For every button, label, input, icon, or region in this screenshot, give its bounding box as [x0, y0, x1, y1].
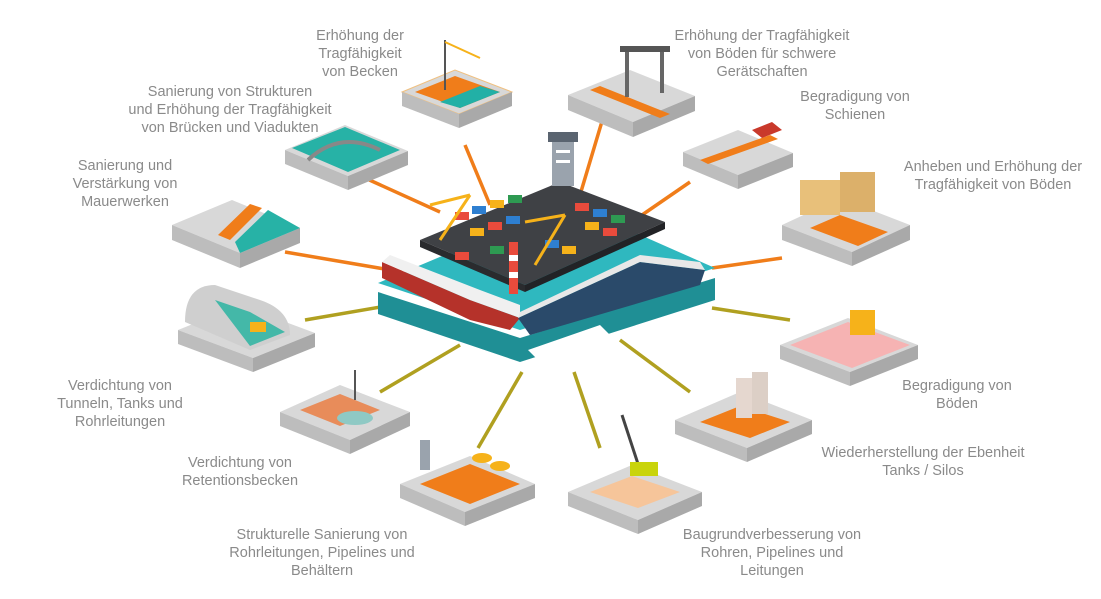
label-line: Erhöhung der Tragfähigkeit — [674, 28, 850, 44]
label-tunnels: Verdichtung von Tunneln, Tanks und Rohrl… — [50, 377, 190, 431]
tile-bridges — [285, 125, 408, 190]
label-line: Behältern — [290, 563, 354, 579]
label-line: und Erhöhung der Tragfähigkeit — [128, 102, 332, 118]
label-line: Schienen — [824, 107, 886, 123]
connector-lines — [284, 117, 791, 449]
label-level-floors: Begradigung von Böden — [902, 377, 1012, 413]
connector-heavy-floors — [578, 117, 605, 196]
label-line: Tragfähigkeit — [318, 46, 402, 62]
label-line: Baugrundverbesserung von — [682, 527, 862, 543]
label-masonry: Sanierung und Verstärkung von Mauerwerke… — [60, 157, 190, 211]
label-line: Verstärkung von — [72, 176, 178, 192]
label-line: Sanierung und — [77, 158, 173, 174]
label-line: Tunneln, Tanks und — [57, 396, 183, 412]
label-line: Rohren, Pipelines und — [700, 545, 844, 561]
label-line: Böden — [936, 396, 978, 412]
label-ground: Baugrundverbesserung von Rohren, Pipelin… — [672, 526, 872, 580]
label-line: Anheben und Erhöhung der — [903, 159, 1083, 175]
label-line: von Böden für schwere — [687, 46, 837, 62]
connector-tunnels — [304, 303, 393, 322]
tile-retention — [280, 370, 410, 454]
label-line: Wiederherstellung der Ebenheit — [821, 445, 1025, 461]
containers — [455, 195, 625, 260]
label-line: von Becken — [322, 64, 398, 80]
connector-pools — [463, 144, 492, 206]
label-line: Sanierung von Strukturen — [147, 84, 313, 100]
tile-pipes-repair — [400, 440, 535, 526]
label-line: Gerätschaften — [716, 64, 808, 80]
label-line: Verdichtung von — [188, 455, 292, 471]
label-line: Tanks / Silos — [882, 463, 964, 479]
label-line: Leitungen — [740, 563, 804, 579]
connector-lift-floors — [711, 256, 783, 270]
label-line: Tragfähigkeit von Böden — [914, 177, 1072, 193]
connector-bridges — [364, 176, 441, 214]
tile-heavy-floors — [568, 46, 695, 137]
label-line: Begradigung von — [800, 89, 910, 105]
connector-retention — [379, 343, 461, 394]
label-bridges: Sanierung von Strukturen und Erhöhung de… — [110, 83, 350, 137]
tile-ground — [568, 414, 702, 534]
label-line: Retentionsbecken — [181, 473, 299, 489]
label-line: Erhöhung der — [316, 28, 404, 44]
label-rails: Begradigung von Schienen — [790, 88, 920, 124]
central-port — [378, 132, 715, 362]
label-line: Verdichtung von — [68, 378, 172, 394]
connector-pipes-repair — [476, 371, 524, 449]
connector-tanks — [618, 338, 692, 394]
tile-tunnels — [178, 285, 315, 372]
tile-level-floors — [780, 310, 918, 386]
label-retention: Verdichtung von Retentionsbecken — [170, 454, 310, 490]
label-line: Rohrleitungen, Pipelines und — [229, 545, 415, 561]
label-heavy-floors: Erhöhung der Tragfähigkeit von Böden für… — [662, 27, 862, 81]
label-lift-floors: Anheben und Erhöhung der Tragfähigkeit v… — [898, 158, 1088, 194]
label-line: Strukturelle Sanierung von — [236, 527, 408, 543]
tile-tanks — [675, 372, 812, 462]
label-line: Begradigung von — [902, 378, 1012, 394]
label-line: Rohrleitungen — [74, 414, 166, 430]
tile-masonry — [172, 200, 300, 268]
connector-level-floors — [711, 306, 791, 322]
label-line: von Brücken und Viadukten — [141, 120, 319, 136]
connector-ground — [572, 371, 602, 449]
label-tanks: Wiederherstellung der Ebenheit Tanks / S… — [818, 444, 1028, 480]
label-pools: Erhöhung der Tragfähigkeit von Becken — [300, 27, 420, 81]
label-pipes-repair: Strukturelle Sanierung von Rohrleitungen… — [222, 526, 422, 580]
tile-rails — [683, 122, 793, 189]
label-line: Mauerwerken — [81, 194, 169, 210]
connector-rails — [641, 180, 691, 217]
tile-pools — [400, 40, 514, 128]
tile-lift-floors — [782, 172, 910, 266]
harbor-cranes — [429, 193, 567, 266]
